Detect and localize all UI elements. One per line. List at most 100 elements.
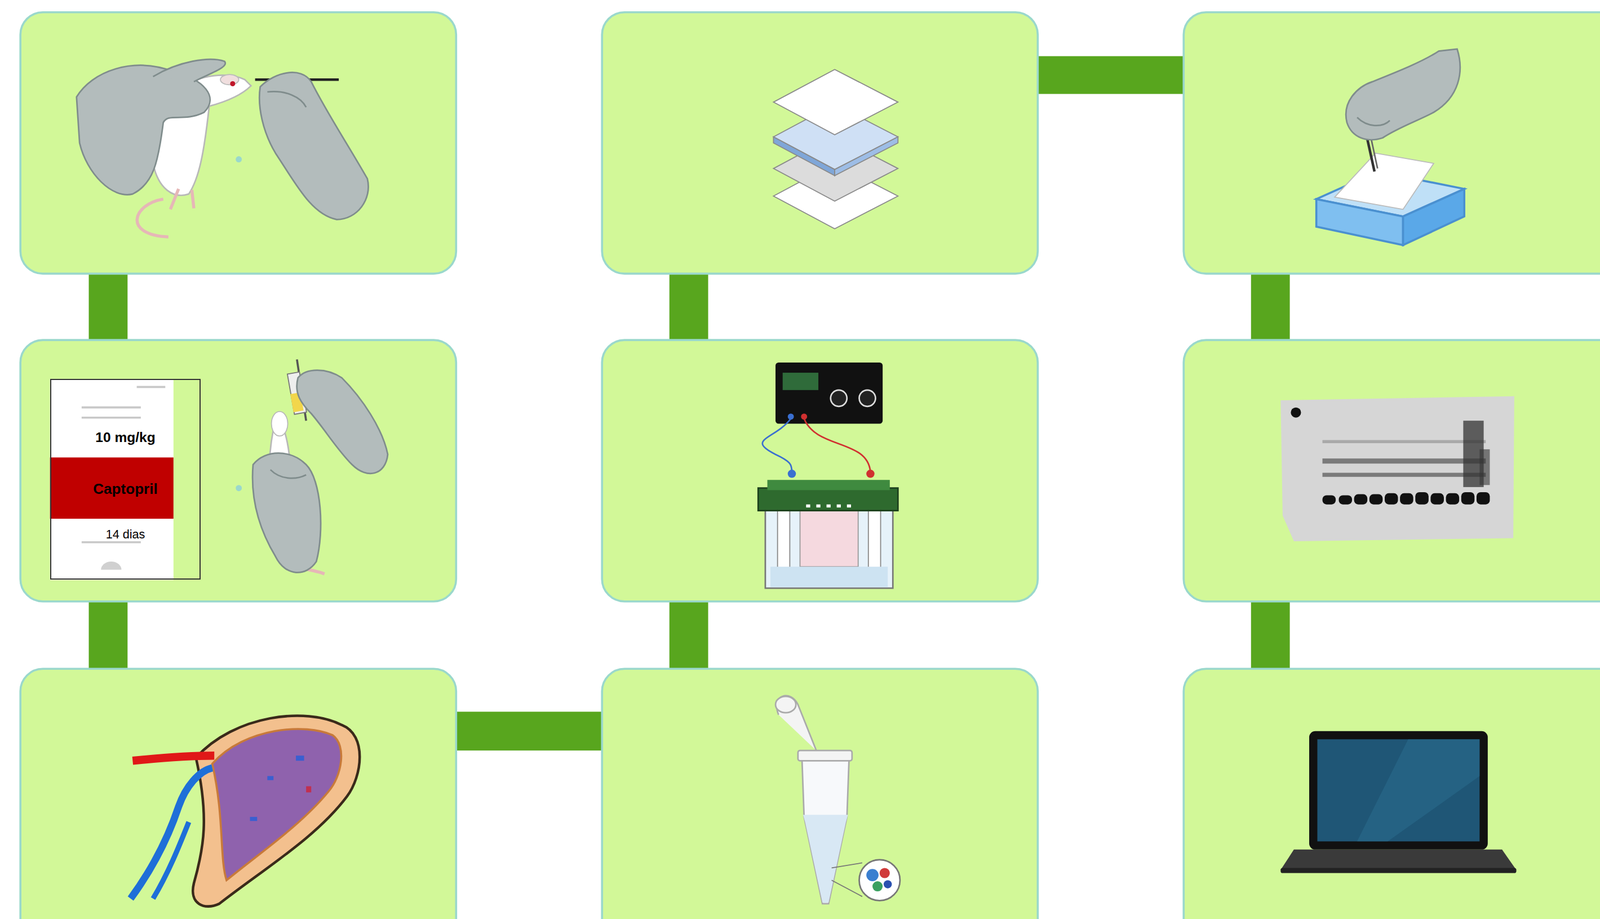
sample-tube-icon-part [798, 750, 853, 761]
electrophoresis-icon-part [767, 479, 890, 490]
connector-bar-part [1030, 56, 1191, 95]
western-blot-image-part-part [1369, 494, 1384, 505]
electrophoresis-icon-part [787, 469, 796, 478]
western-blot-image-part-part [1322, 440, 1487, 443]
electrophoresis-icon-part-part [836, 504, 841, 508]
rat-handling-icon-part [220, 74, 239, 85]
step-panel-part [601, 339, 1038, 602]
sample-tube-icon-part [803, 814, 849, 903]
membrane-tray-icon [1316, 49, 1465, 246]
drug-package-part [50, 378, 174, 580]
rat-handling-icon [76, 59, 369, 237]
sample-tube-icon-part [775, 696, 796, 713]
electrophoresis-icon-part-part [816, 504, 821, 508]
electrophoresis-icon-part [800, 510, 859, 567]
electrophoresis-icon-part [859, 389, 876, 407]
step-panel-part [20, 12, 456, 274]
step-panel-part [20, 668, 456, 919]
sample-tube-icon-part [859, 859, 901, 901]
connector-bar-part [669, 265, 709, 348]
injection-icon-part [271, 411, 288, 436]
transfer-stack-icon-part [773, 136, 835, 176]
connector-bar-part [1251, 265, 1291, 348]
western-blot-image-part [1290, 407, 1301, 418]
organ-icon-part [192, 715, 360, 907]
drug-package-part [81, 406, 141, 409]
electrophoresis-icon-part [775, 362, 883, 424]
rat-handling-icon-part [229, 81, 236, 87]
step-panel-part [601, 12, 1038, 274]
organ-icon-part [295, 755, 304, 761]
organ-icon-part [130, 767, 213, 899]
sample-tube-icon-part [883, 879, 892, 888]
electrophoresis-icon-part-part [847, 504, 852, 508]
step-panel-part [601, 668, 1038, 919]
electrophoresis-icon-part [805, 504, 852, 508]
electrophoresis-icon-part [782, 372, 819, 390]
electrophoresis-icon-part-part [826, 504, 831, 508]
organ-icon-part [132, 755, 215, 761]
rat-handling-icon-part [153, 59, 226, 82]
connector-bar-part [449, 711, 610, 751]
organ-icon-part [153, 821, 189, 899]
electrophoresis-icon-part [765, 508, 893, 588]
western-blot-image-part-part [1338, 494, 1353, 504]
step-panel-part [1183, 339, 1600, 602]
western-blot-image-part-part [1415, 492, 1429, 505]
drug-package-label: 10 mg/kgCaptopril 14 dias [50, 378, 201, 580]
western-blot-image-part-part [1384, 493, 1399, 505]
electrophoresis-icon-part [762, 418, 792, 472]
connector-bar-part [669, 594, 709, 676]
drug-package-part [136, 386, 166, 389]
membrane-tray-icon-part [1345, 49, 1461, 140]
electrophoresis-icon-part-part [805, 504, 810, 508]
sample-tube-icon-part [831, 879, 863, 897]
western-blot-image-part-part [1461, 492, 1475, 505]
laptop-icon-part [1280, 867, 1517, 873]
western-blot-image-part-part [1322, 494, 1337, 504]
electrophoresis-icon-part [770, 566, 888, 587]
western-blot-image-part-part [1354, 494, 1368, 505]
transfer-stack-icon-part [834, 136, 898, 176]
transfer-stack-icon [773, 69, 898, 229]
organ-icon-part [212, 728, 342, 880]
step-panel-part [20, 339, 456, 602]
sample-tube-icon-part [801, 760, 849, 904]
rat-handling-icon-part [267, 91, 307, 108]
injection-icon-part [235, 484, 242, 491]
step-panel-part [1183, 12, 1600, 274]
dose-label: 10 mg/kg [51, 429, 200, 446]
membrane-tray-icon-part [1334, 153, 1434, 210]
drug-name: Captopril [51, 458, 200, 520]
western-blot-image-part [1280, 396, 1515, 542]
injection-icon-part [252, 453, 321, 573]
drug-package-part [100, 561, 122, 570]
western-blot-image [1280, 396, 1515, 542]
laptop-icon-part [1309, 730, 1488, 850]
laptop-icon-part [1280, 849, 1517, 870]
injection-icon-part [297, 370, 388, 474]
drug-package-part [81, 416, 141, 419]
injection-icon-part [270, 469, 307, 478]
rat-handling-icon-part [136, 198, 169, 237]
electrophoresis-icon-part [866, 469, 875, 478]
western-blot-image-part-part [1322, 472, 1487, 477]
connector-bar-part [89, 265, 128, 348]
western-blot-image-part-part [1399, 493, 1414, 505]
organ-icon-part [250, 816, 258, 821]
sample-tube-icon-part [831, 862, 863, 868]
injection-icon [235, 359, 388, 574]
organ-icon-part [306, 786, 312, 793]
western-blot-image-part [1322, 492, 1491, 505]
step-panel [20, 12, 1600, 919]
western-blot-image-part-part [1430, 493, 1444, 505]
electrophoresis-icon [758, 362, 898, 588]
sample-tube-icon-part [879, 867, 890, 878]
sample-tube-icon-part [872, 880, 883, 892]
transfer-stack-icon-part [773, 69, 898, 135]
duration-label: 14 dias [51, 527, 200, 542]
electrophoresis-icon-part [830, 389, 848, 407]
organ-icon-part [267, 775, 274, 780]
